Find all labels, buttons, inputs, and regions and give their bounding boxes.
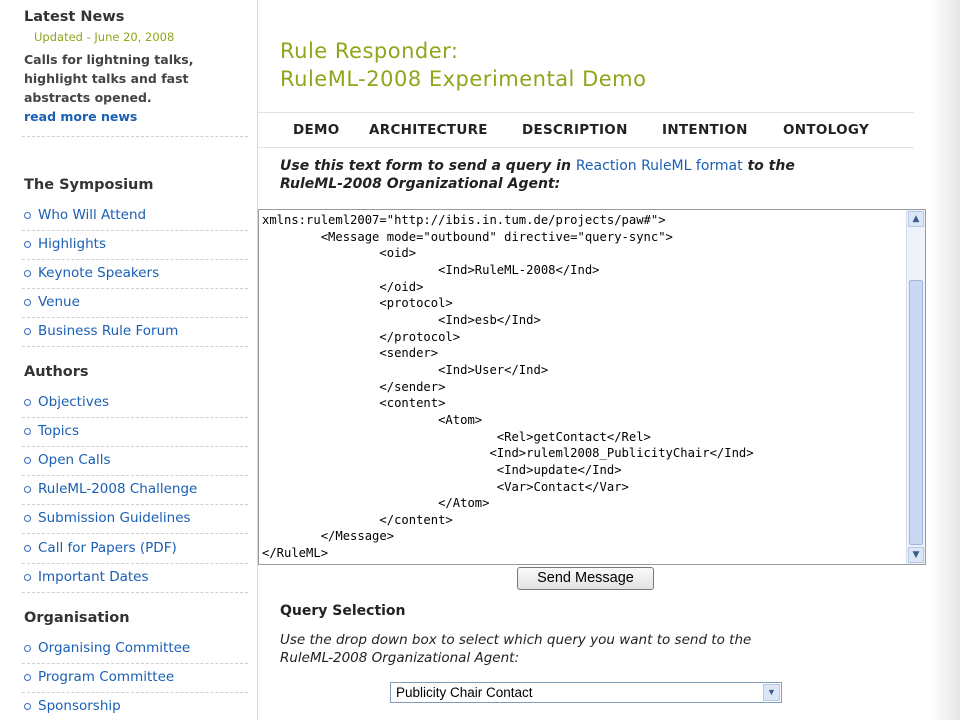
divider bbox=[22, 446, 248, 447]
authors-heading: Authors bbox=[24, 364, 89, 380]
bullet-icon bbox=[24, 456, 31, 464]
organisation-heading: Organisation bbox=[24, 610, 130, 626]
sidebar-item-who-will-attend[interactable]: Who Will Attend bbox=[24, 207, 146, 223]
bullet-icon bbox=[24, 702, 31, 710]
divider bbox=[22, 230, 248, 231]
nav-description[interactable]: DESCRIPTION bbox=[522, 122, 628, 138]
query-help-line-2: RuleML-2008 Organizational Agent: bbox=[280, 650, 519, 666]
bullet-icon bbox=[24, 673, 31, 681]
nav-demo[interactable]: DEMO bbox=[293, 122, 340, 138]
divider bbox=[22, 692, 248, 693]
query-code[interactable]: xmlns:ruleml2007="http://ibis.in.tum.de/… bbox=[262, 213, 754, 561]
page-title-line-1: Rule Responder: bbox=[280, 39, 459, 63]
sidebar-item-highlights[interactable]: Highlights bbox=[24, 236, 106, 252]
divider bbox=[22, 475, 248, 476]
query-textarea[interactable]: xmlns:ruleml2007="http://ibis.in.tum.de/… bbox=[258, 209, 926, 565]
bullet-icon bbox=[24, 298, 31, 306]
sidebar-item-ruleml-2008-challenge[interactable]: RuleML-2008 Challenge bbox=[24, 481, 197, 497]
nav-ontology[interactable]: ONTOLOGY bbox=[783, 122, 870, 138]
news-line: highlight talks and fast bbox=[24, 71, 189, 86]
divider bbox=[22, 259, 248, 260]
sidebar-item-business-rule-forum[interactable]: Business Rule Forum bbox=[24, 323, 178, 339]
news-line: Calls for lightning talks, bbox=[24, 52, 194, 67]
reaction-ruleml-link[interactable]: Reaction RuleML format bbox=[575, 158, 743, 174]
sidebar-item-sponsorship[interactable]: Sponsorship bbox=[24, 698, 121, 714]
query-select[interactable]: Publicity Chair Contact ▼ bbox=[390, 682, 782, 703]
bullet-icon bbox=[24, 211, 31, 219]
read-more-news-link[interactable]: read more news bbox=[24, 109, 138, 124]
sidebar-item-objectives[interactable]: Objectives bbox=[24, 394, 109, 410]
sidebar-item-submission-guidelines[interactable]: Submission Guidelines bbox=[24, 510, 191, 526]
bullet-icon bbox=[24, 269, 31, 277]
divider bbox=[22, 417, 248, 418]
send-message-button[interactable]: Send Message bbox=[517, 567, 654, 590]
query-help-line-1: Use the drop down box to select which qu… bbox=[280, 632, 752, 648]
top-nav: DEMO ARCHITECTURE DESCRIPTION INTENTION … bbox=[258, 112, 914, 148]
query-select-value: Publicity Chair Contact bbox=[396, 685, 533, 700]
scrollbar-thumb[interactable] bbox=[909, 280, 923, 545]
latest-news-heading: Latest News bbox=[24, 9, 125, 25]
divider bbox=[22, 533, 248, 534]
divider bbox=[22, 563, 248, 564]
bullet-icon bbox=[24, 644, 31, 652]
bullet-icon bbox=[24, 514, 31, 522]
intro-text-line-1: Use this text form to send a query in Re… bbox=[280, 158, 795, 174]
divider bbox=[22, 346, 248, 347]
sidebar-item-venue[interactable]: Venue bbox=[24, 294, 80, 310]
divider bbox=[22, 592, 248, 593]
bullet-icon bbox=[24, 398, 31, 406]
sidebar-item-open-calls[interactable]: Open Calls bbox=[24, 452, 111, 468]
divider bbox=[22, 317, 248, 318]
sidebar-item-program-committee[interactable]: Program Committee bbox=[24, 669, 174, 685]
bullet-icon bbox=[24, 240, 31, 248]
sidebar: Latest News Updated - June 20, 2008 Call… bbox=[0, 0, 258, 720]
sidebar-item-call-for-papers[interactable]: Call for Papers (PDF) bbox=[24, 540, 177, 556]
nav-intention[interactable]: INTENTION bbox=[662, 122, 748, 138]
sidebar-item-keynote-speakers[interactable]: Keynote Speakers bbox=[24, 265, 159, 281]
divider bbox=[22, 136, 248, 137]
page-title-line-2: RuleML-2008 Experimental Demo bbox=[280, 67, 647, 91]
divider bbox=[22, 504, 248, 505]
symposium-heading: The Symposium bbox=[24, 177, 154, 193]
scroll-down-icon[interactable]: ▼ bbox=[908, 547, 924, 563]
scroll-up-icon[interactable]: ▲ bbox=[908, 211, 924, 227]
textarea-scrollbar[interactable]: ▲ ▼ bbox=[906, 210, 925, 564]
bullet-icon bbox=[24, 327, 31, 335]
divider bbox=[22, 663, 248, 664]
chevron-down-icon[interactable]: ▼ bbox=[763, 684, 780, 701]
bullet-icon bbox=[24, 427, 31, 435]
intro-text-line-2: RuleML-2008 Organizational Agent: bbox=[280, 176, 561, 192]
divider bbox=[22, 288, 248, 289]
sidebar-item-topics[interactable]: Topics bbox=[24, 423, 79, 439]
bullet-icon bbox=[24, 544, 31, 552]
page-shadow-gutter bbox=[930, 0, 960, 720]
news-updated-date: Updated - June 20, 2008 bbox=[34, 30, 175, 44]
sidebar-item-important-dates[interactable]: Important Dates bbox=[24, 569, 149, 585]
bullet-icon bbox=[24, 573, 31, 581]
bullet-icon bbox=[24, 485, 31, 493]
sidebar-item-organising-committee[interactable]: Organising Committee bbox=[24, 640, 190, 656]
nav-architecture[interactable]: ARCHITECTURE bbox=[369, 122, 488, 138]
query-selection-heading: Query Selection bbox=[280, 603, 406, 619]
news-line: abstracts opened. bbox=[24, 90, 152, 105]
